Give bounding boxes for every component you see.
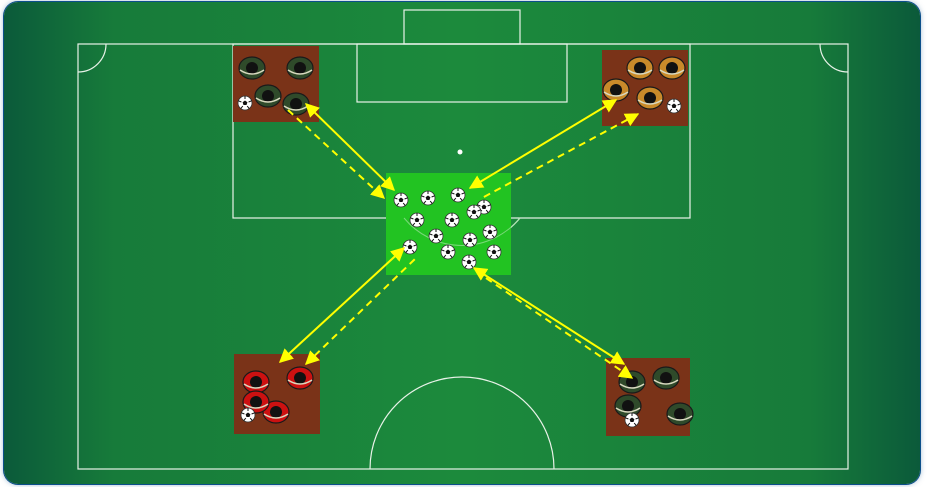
ball — [467, 205, 481, 219]
ball — [421, 191, 435, 205]
corner-arc-left — [78, 44, 106, 72]
ball — [429, 229, 443, 243]
player-marker — [667, 403, 693, 425]
ball — [445, 213, 459, 227]
pass-arrow-solid — [470, 100, 616, 188]
penalty-spot — [458, 150, 463, 155]
player-marker — [659, 57, 685, 79]
ball — [394, 193, 408, 207]
pass-arrow-solid — [306, 104, 394, 190]
ball — [451, 188, 465, 202]
player-marker — [243, 371, 269, 393]
player-marker — [619, 371, 645, 393]
player-marker — [603, 79, 629, 101]
ball — [241, 408, 255, 422]
player-marker — [653, 367, 679, 389]
pitch-svg — [4, 2, 920, 484]
ball — [441, 245, 455, 259]
ball — [462, 255, 476, 269]
pass-arrow-dashed — [486, 278, 632, 378]
pass-arrow-solid — [474, 268, 624, 364]
ball — [667, 99, 681, 113]
ball — [238, 96, 252, 110]
goal — [404, 10, 520, 44]
center-circle — [370, 377, 554, 469]
player-marker — [287, 367, 313, 389]
player-marker — [255, 85, 281, 107]
player-marker — [637, 87, 663, 109]
pass-arrow-dashed — [288, 110, 384, 198]
player-marker — [283, 93, 309, 115]
pass-arrow-solid — [280, 248, 404, 362]
ball — [487, 245, 501, 259]
player-marker — [287, 57, 313, 79]
goal-area — [357, 44, 567, 102]
ball — [403, 240, 417, 254]
pass-arrow-dashed — [482, 114, 638, 198]
ball — [483, 225, 497, 239]
corner-arc-right — [820, 44, 848, 72]
ball — [463, 233, 477, 247]
soccer-pitch-diagram — [4, 2, 920, 484]
player-marker — [615, 395, 641, 417]
ball — [410, 213, 424, 227]
player-marker — [239, 57, 265, 79]
ball — [625, 413, 639, 427]
player-marker — [627, 57, 653, 79]
